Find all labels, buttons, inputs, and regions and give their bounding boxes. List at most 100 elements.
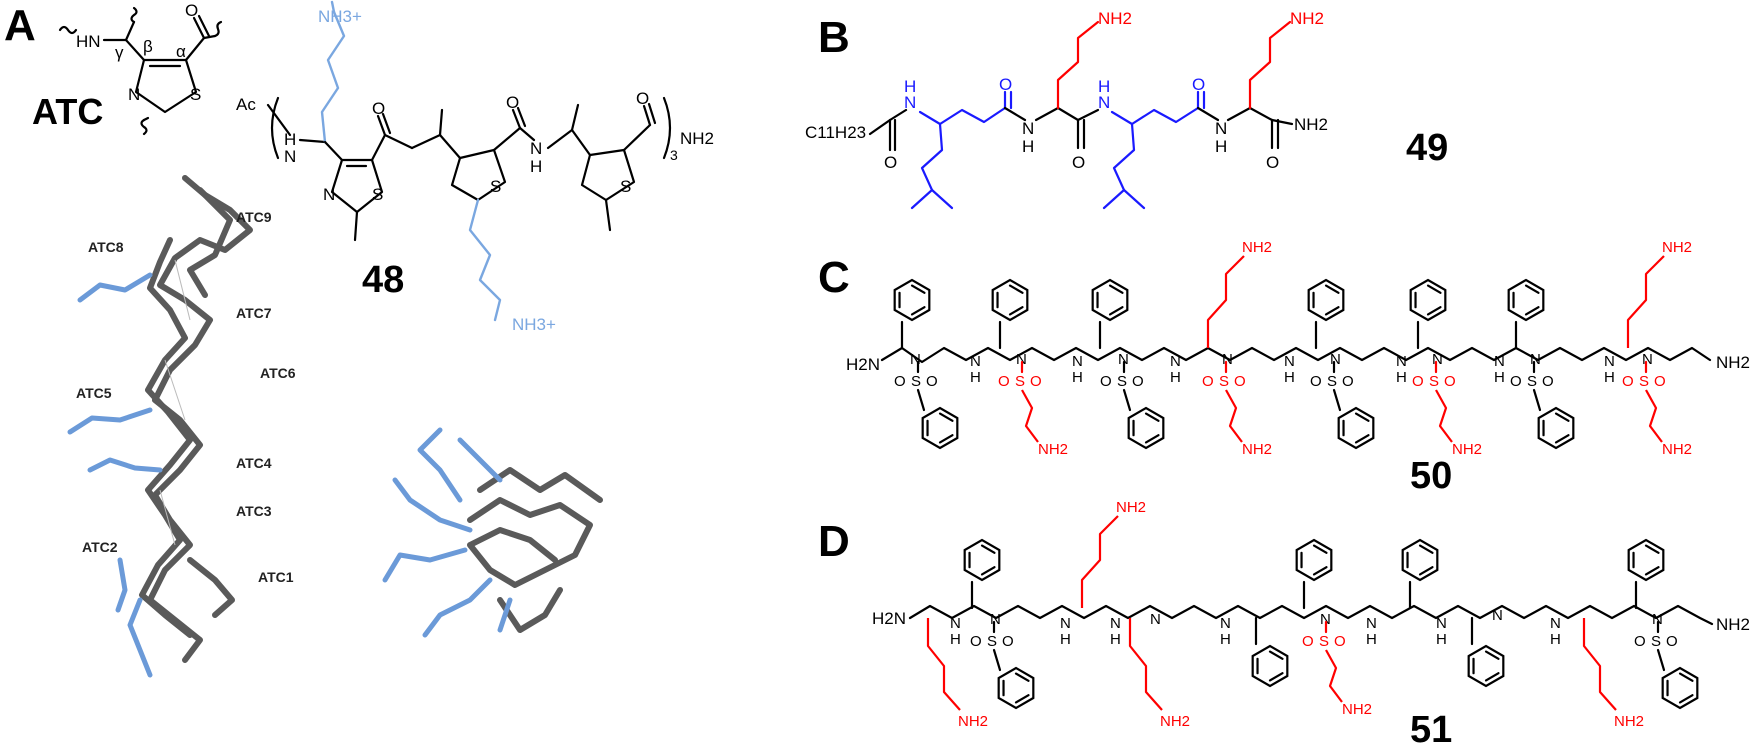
open-bracket bbox=[270, 96, 280, 160]
phenyl-ring bbox=[1307, 278, 1345, 322]
atom-n: N bbox=[1530, 351, 1541, 368]
compound-49-structure: C11H23 O N H O N H NH2 O N H O N H NH2 bbox=[805, 9, 1448, 210]
atom-o: O bbox=[998, 373, 1010, 390]
atom-n: N bbox=[990, 611, 1001, 628]
aromatic-bond bbox=[910, 306, 926, 316]
leucine-sidechain bbox=[910, 122, 944, 210]
atom-h: H bbox=[1604, 369, 1615, 386]
atom-o: O bbox=[1202, 373, 1214, 390]
phenyl-ring bbox=[1627, 538, 1665, 582]
atom-n: N bbox=[1220, 615, 1231, 632]
atc-name: ATC bbox=[32, 91, 103, 132]
amine: NH2 bbox=[1242, 441, 1272, 458]
atom-o: O bbox=[1234, 373, 1246, 390]
atom-n: N bbox=[1072, 353, 1083, 370]
atom-s: S bbox=[190, 85, 201, 104]
atom-h: H bbox=[1110, 631, 1121, 648]
atom-h: H bbox=[284, 130, 296, 149]
top-view-sidechain bbox=[457, 437, 503, 483]
aromatic-bond bbox=[910, 284, 926, 294]
atom-o: O bbox=[884, 153, 897, 172]
lysine-sidechain bbox=[1056, 20, 1100, 110]
panel-label-d: D bbox=[818, 517, 850, 566]
aromatic-bond bbox=[1554, 434, 1570, 444]
amine: NH2 bbox=[1614, 713, 1644, 730]
repeat-count: 3 bbox=[670, 147, 678, 163]
aminoethyl-chain bbox=[1021, 389, 1039, 443]
helix-sidechain bbox=[87, 457, 163, 473]
atom-o: O bbox=[999, 75, 1012, 94]
atom-n: N bbox=[1642, 351, 1653, 368]
aromatic-bond bbox=[1014, 694, 1030, 704]
top-view-core bbox=[497, 587, 563, 633]
compound-50-label: 50 bbox=[1410, 455, 1452, 497]
atom-o: O bbox=[1666, 633, 1678, 650]
aromatic-bond bbox=[980, 544, 996, 554]
atc-fragment-structure: HN O N S γ β α ATC bbox=[32, 1, 223, 136]
lysine-sidechain bbox=[1128, 618, 1163, 711]
ammonium-bottom: NH3+ bbox=[512, 315, 556, 334]
atom-s: S bbox=[1219, 373, 1229, 390]
lysine-sidechain bbox=[1248, 20, 1292, 110]
terminal-amine: H2N bbox=[846, 355, 880, 374]
helix-top-view-model bbox=[382, 427, 603, 638]
panel-label-b: B bbox=[818, 13, 850, 62]
wavy-bond bbox=[140, 118, 148, 136]
compound-48-label: 48 bbox=[362, 259, 404, 301]
aminoethyl-chain bbox=[1645, 389, 1663, 443]
alpha-label: α bbox=[176, 42, 186, 61]
thiophene-ring bbox=[450, 148, 507, 202]
lysine-sidechain bbox=[926, 618, 961, 711]
compound-51-structure: H2N NH2 51 bbox=[872, 604, 1750, 751]
atom-o: O bbox=[1302, 633, 1314, 650]
amine: NH2 bbox=[1160, 713, 1190, 730]
aminoethyl-chain bbox=[1325, 649, 1343, 703]
atom-n: N bbox=[1604, 353, 1615, 370]
atom-h: H bbox=[950, 631, 961, 648]
atom-o: O bbox=[1412, 373, 1424, 390]
atom-n: N bbox=[910, 351, 921, 368]
atom-o: O bbox=[970, 633, 982, 650]
atom-h: H bbox=[1436, 631, 1447, 648]
atom-s: S bbox=[911, 373, 921, 390]
atom-h: H bbox=[1366, 631, 1377, 648]
atom-o: O bbox=[1510, 373, 1522, 390]
atom-n: N bbox=[1118, 351, 1129, 368]
atc-label: ATC3 bbox=[236, 503, 272, 519]
phenyl-ring bbox=[1537, 406, 1575, 450]
aromatic-bond bbox=[1426, 284, 1442, 294]
panel-label-c: C bbox=[818, 253, 850, 302]
amine: NH2 bbox=[958, 713, 988, 730]
atc-label: ATC4 bbox=[236, 455, 272, 471]
atom-s: S bbox=[1651, 633, 1661, 650]
atom-o: O bbox=[1192, 75, 1205, 94]
atc-label: ATC6 bbox=[260, 365, 296, 381]
atom-n: N bbox=[1060, 615, 1071, 632]
atom-o: O bbox=[1334, 633, 1346, 650]
atom-n: N bbox=[1330, 351, 1341, 368]
terminal-amine: H2N bbox=[872, 609, 906, 628]
ammonium-top: NH3+ bbox=[318, 7, 362, 26]
leucine-sidechain bbox=[1102, 122, 1136, 210]
atom-h: H bbox=[1494, 369, 1505, 386]
top-view-sidechain bbox=[422, 577, 493, 638]
atom-h: H bbox=[1022, 137, 1034, 156]
phenyl-ring bbox=[1467, 644, 1505, 688]
atom-n: N bbox=[1150, 611, 1161, 628]
atom-s: S bbox=[1319, 633, 1329, 650]
atom-h: H bbox=[1220, 631, 1231, 648]
helix-ring bbox=[187, 557, 235, 618]
bond bbox=[1122, 388, 1132, 412]
atom-s: S bbox=[490, 177, 501, 196]
atom-o: O bbox=[185, 1, 198, 20]
terminal-amide: NH2 bbox=[1716, 353, 1750, 372]
atom-h: H bbox=[970, 369, 981, 386]
atom-n: N bbox=[950, 615, 961, 632]
atom-n: N bbox=[1396, 353, 1407, 370]
atom-n: N bbox=[1492, 607, 1503, 624]
wavy-bond bbox=[213, 20, 223, 38]
aromatic-bond bbox=[1268, 650, 1284, 660]
compound-49-label: 49 bbox=[1406, 127, 1448, 169]
atom-h: H bbox=[1060, 631, 1071, 648]
phenyl-ring bbox=[1251, 644, 1289, 688]
